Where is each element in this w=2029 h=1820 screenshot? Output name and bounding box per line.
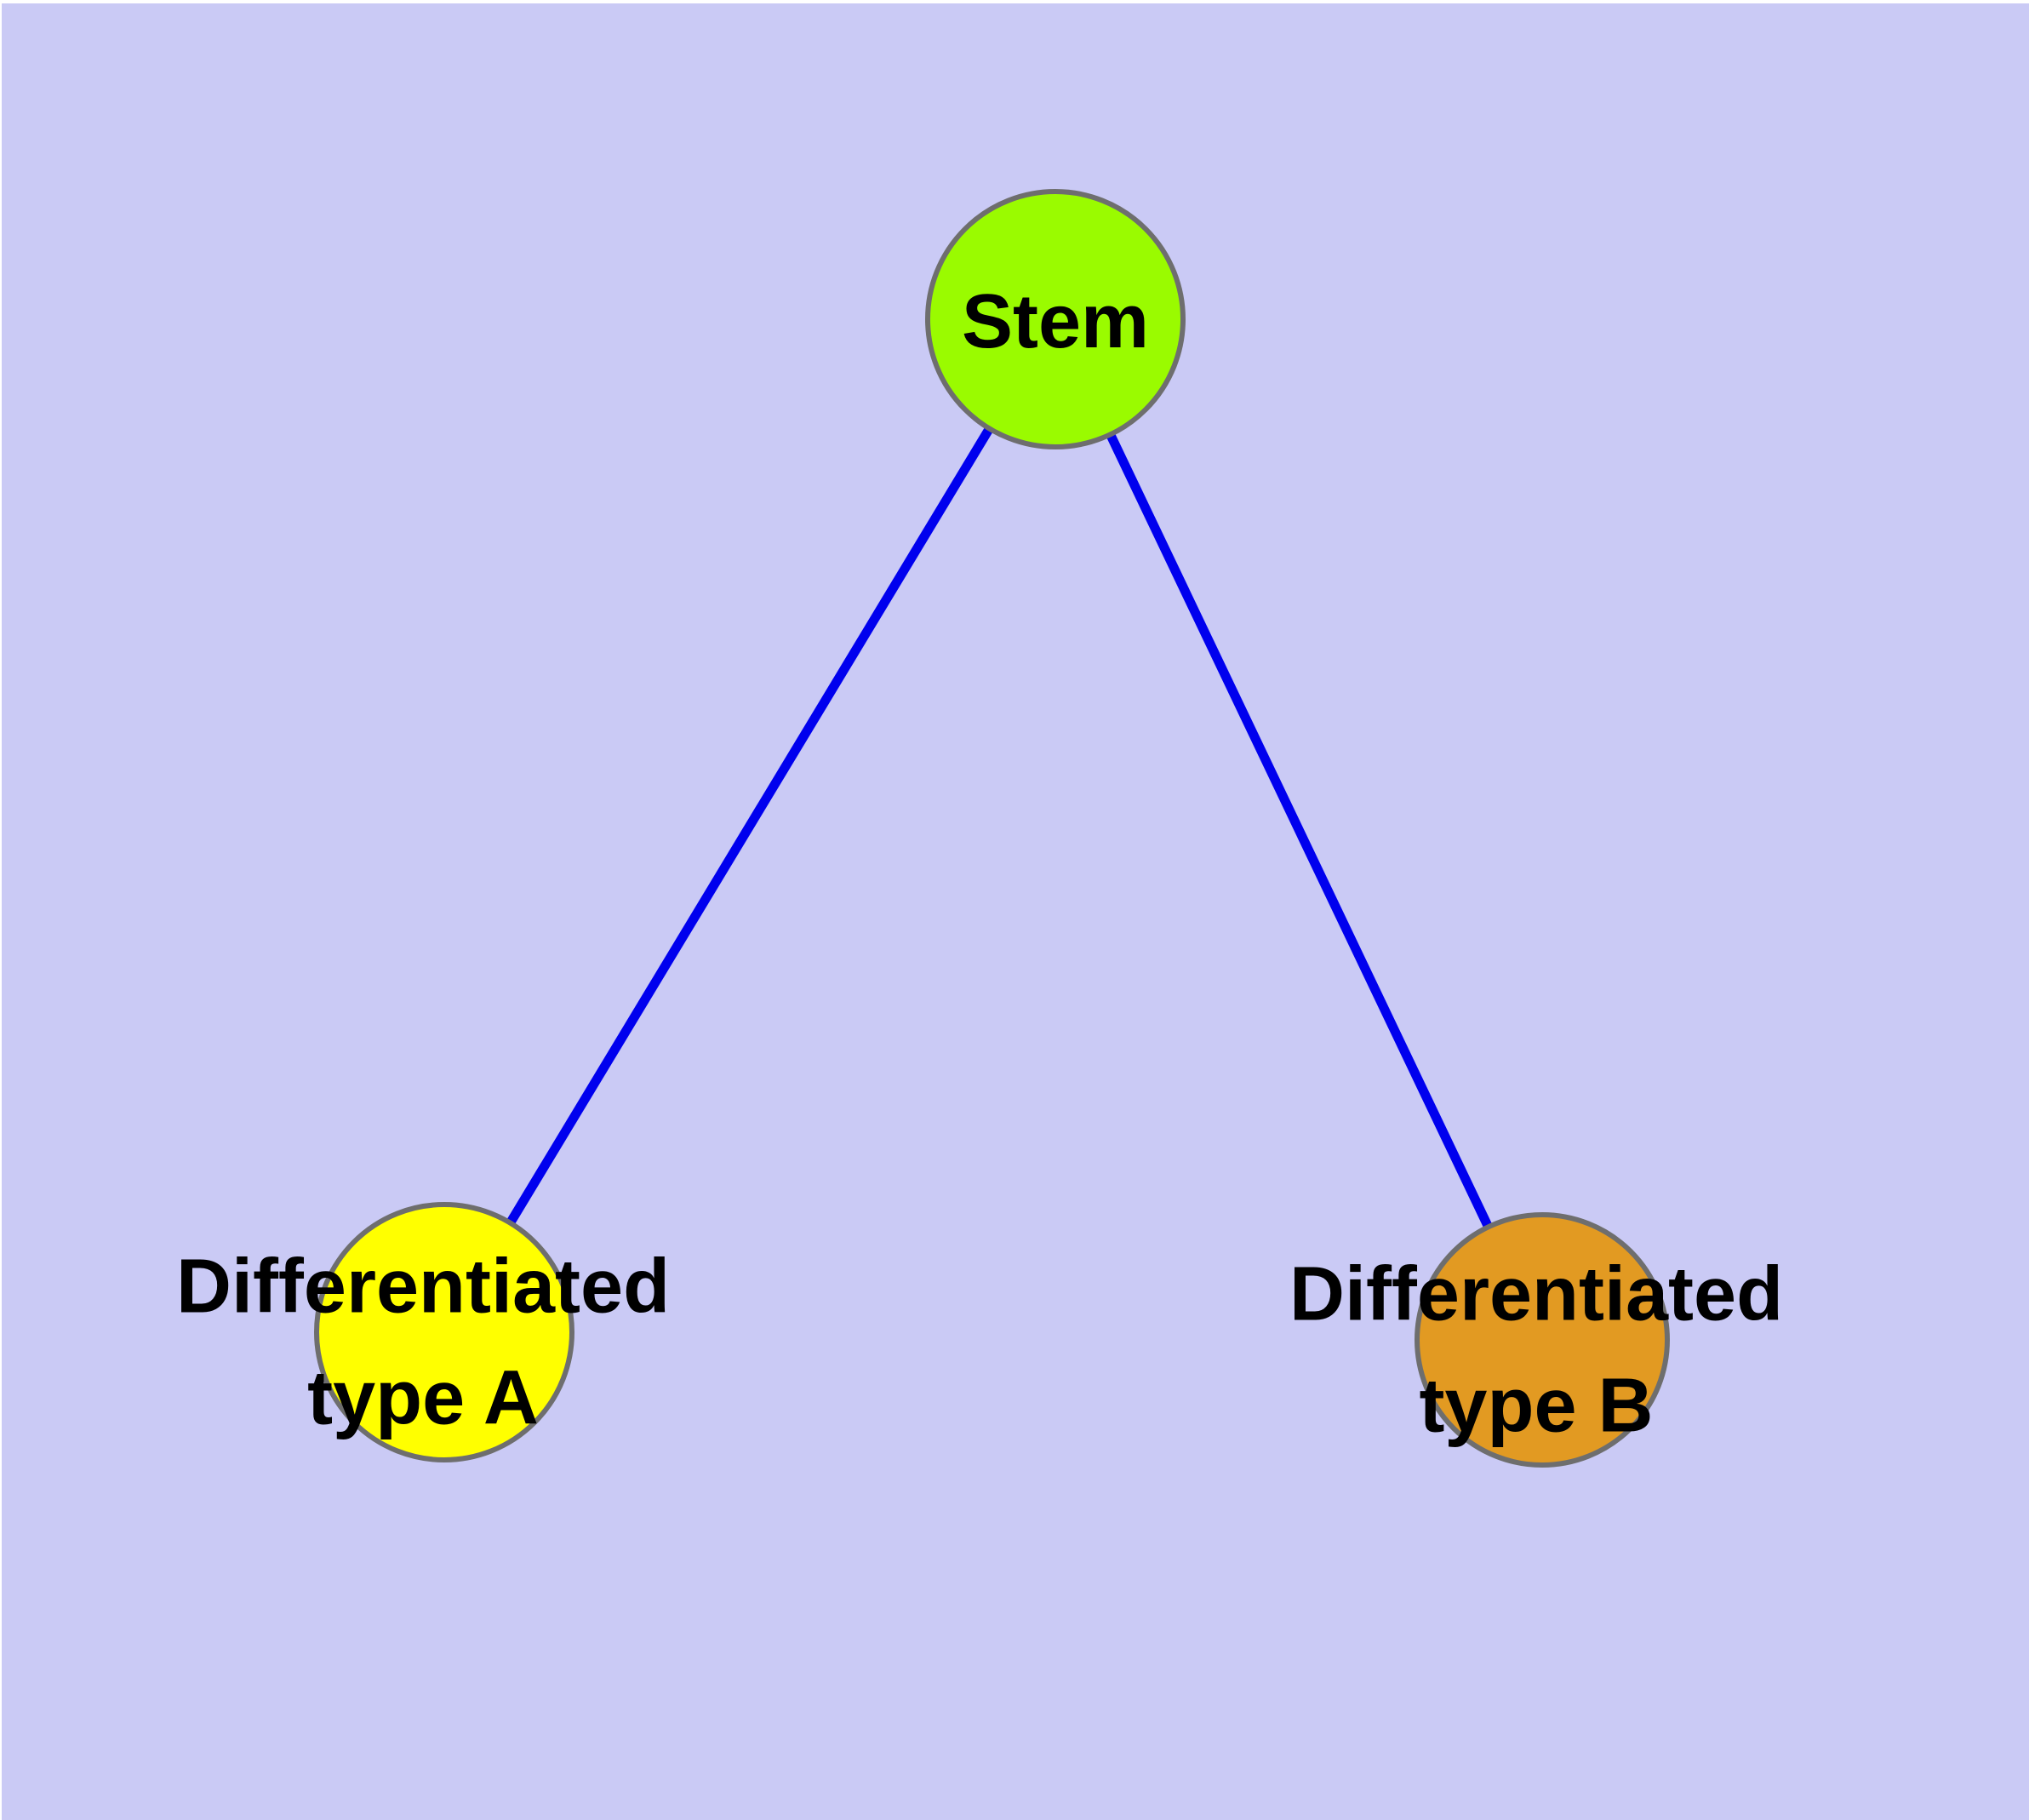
node-stem-label: Stem <box>961 278 1150 364</box>
node-type-b-label: Differentiated type B <box>1289 1239 1783 1462</box>
edge-stem-to-type-a <box>440 317 1060 1335</box>
node-type-a-circle <box>314 1202 574 1462</box>
node-type-a-label: Differentiated type A <box>176 1232 670 1454</box>
node-type-b-label-line1: Differentiated <box>1289 1251 1784 1337</box>
node-stem-circle <box>925 189 1186 449</box>
node-type-b-label-line2: type B <box>1419 1363 1654 1448</box>
node-type-a-label-line1: Differentiated <box>175 1244 671 1330</box>
node-type-b-circle <box>1415 1212 1670 1468</box>
node-type-a-label-line2: type A <box>307 1355 539 1440</box>
edge-stem-to-type-b <box>1051 317 1546 1342</box>
